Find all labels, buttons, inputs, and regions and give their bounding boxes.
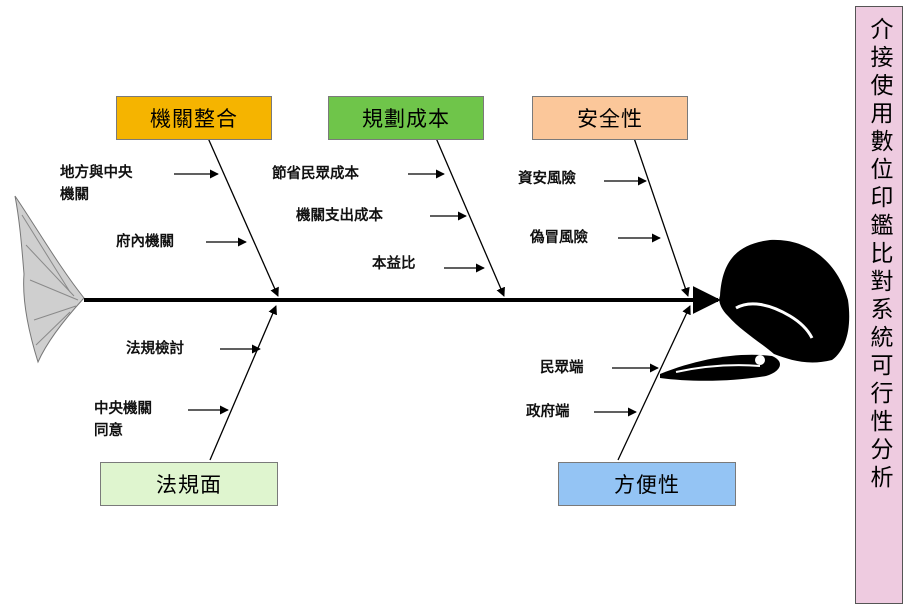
category-label: 安全性 xyxy=(577,107,643,131)
cause-label: 機關支出成本 xyxy=(296,207,383,224)
category-label: 法規面 xyxy=(156,473,222,497)
cause-label: 府內機關 xyxy=(116,233,174,250)
bone-convenience xyxy=(617,305,691,461)
title-panel: 介接使用數位印鑑比對系統可行性分析 xyxy=(855,6,903,604)
bone-integration xyxy=(207,137,279,297)
category-cost: 規劃成本 xyxy=(328,96,484,140)
category-legal: 法規面 xyxy=(100,462,278,506)
cause-label: 資安風險 xyxy=(518,170,576,187)
bone-security xyxy=(633,137,690,297)
bone-legal xyxy=(209,305,277,461)
diagram-title: 介接使用數位印鑑比對系統可行性分析 xyxy=(866,17,892,493)
category-security: 安全性 xyxy=(532,96,688,140)
category-label: 方便性 xyxy=(614,473,680,497)
category-convenience: 方便性 xyxy=(558,462,736,506)
cause-label: 節省民眾成本 xyxy=(272,165,359,182)
cause-label: 中央機關 同意 xyxy=(94,400,152,439)
cause-label: 偽冒風險 xyxy=(530,229,588,246)
cause-label: 民眾端 xyxy=(540,359,584,376)
cause-label: 本益比 xyxy=(372,255,416,272)
category-integration: 機關整合 xyxy=(116,96,272,140)
cause-label: 政府端 xyxy=(526,403,570,420)
category-label: 機關整合 xyxy=(150,107,238,131)
cause-label: 法規檢討 xyxy=(126,340,184,357)
category-label: 規劃成本 xyxy=(362,107,450,131)
bone-cost xyxy=(435,137,505,297)
fish-tail-graphic xyxy=(14,195,85,364)
cause-label: 地方與中央 機關 xyxy=(60,164,133,203)
fish-head-graphic xyxy=(660,239,850,381)
